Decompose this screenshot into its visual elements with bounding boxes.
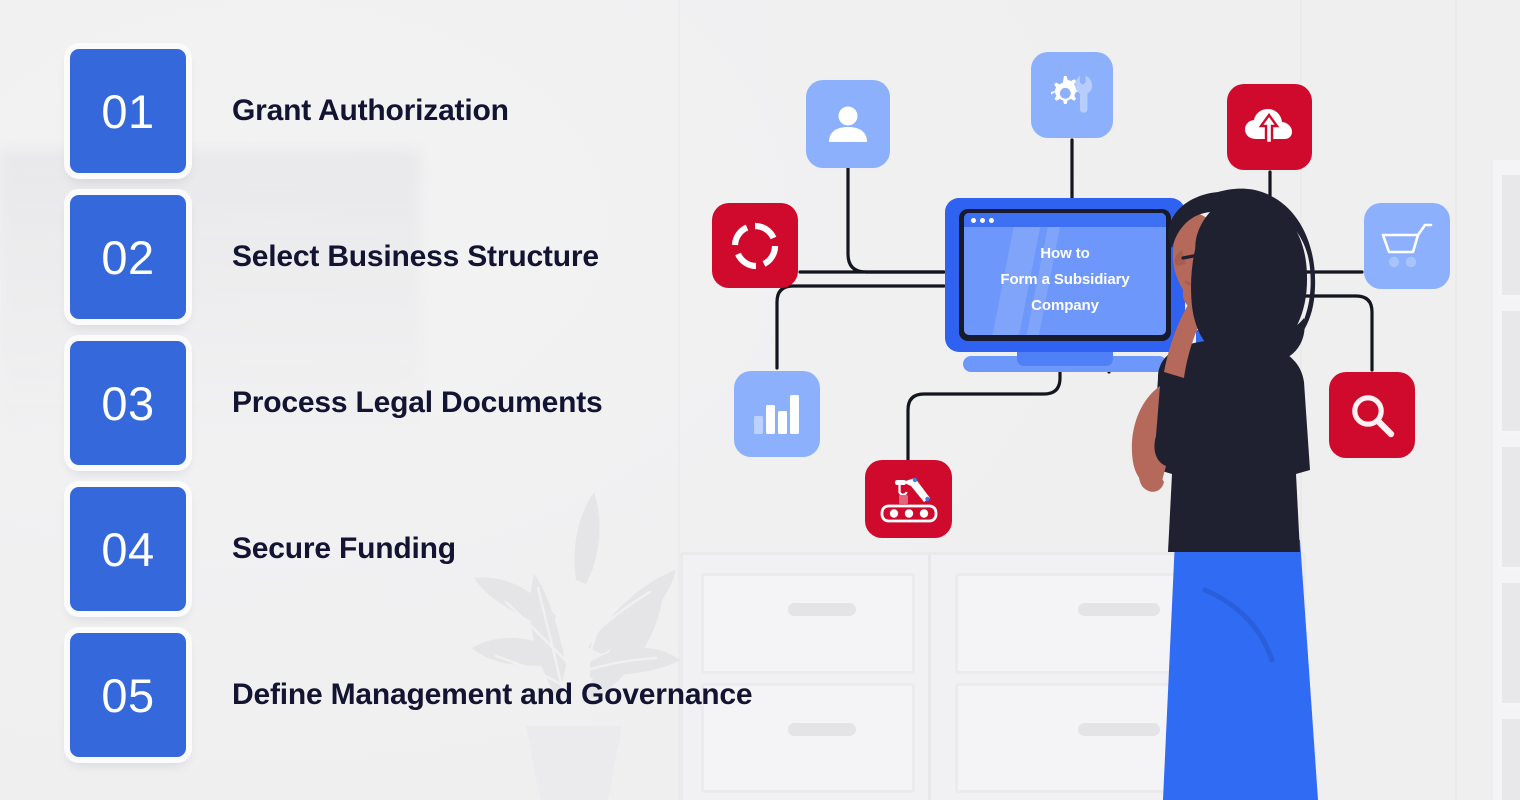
step-label: Grant Authorization <box>232 94 509 127</box>
user-icon-tile[interactable] <box>806 80 890 168</box>
monitor-stand <box>1017 349 1113 366</box>
lifebuoy-icon-tile[interactable] <box>712 203 798 288</box>
step-number-badge: 02 <box>70 195 186 319</box>
person-skirt <box>1163 540 1318 800</box>
step-number-badge: 03 <box>70 341 186 465</box>
bar-chart-icon <box>754 395 799 434</box>
settings-icon-tile[interactable] <box>1031 52 1113 138</box>
bar-chart-icon-tile[interactable] <box>734 371 820 457</box>
shopping-cart-icon <box>1381 223 1433 268</box>
window-dot-close-icon <box>971 217 976 223</box>
person-top <box>1152 340 1310 552</box>
step-number-badge: 05 <box>70 633 186 757</box>
step-number-badge: 04 <box>70 487 186 611</box>
step-item-5[interactable]: 05 Define Management and Governance <box>70 633 890 757</box>
step-item-2[interactable]: 02 Select Business Structure <box>70 195 890 319</box>
step-label: Select Business Structure <box>232 240 599 273</box>
headline-line-3: Company <box>1031 296 1099 314</box>
step-item-3[interactable]: 03 Process Legal Documents <box>70 341 890 465</box>
robot-arm-icon <box>880 477 937 523</box>
step-number: 04 <box>101 522 155 576</box>
window-dot-maximize-icon <box>989 217 994 223</box>
cloud-upload-icon-tile[interactable] <box>1227 84 1312 170</box>
robot-arm-icon-tile[interactable] <box>865 460 952 538</box>
step-number: 01 <box>101 84 155 138</box>
step-label: Define Management and Governance <box>232 678 753 711</box>
monitor-screen: How to Form a Subsidiary Company <box>964 213 1166 335</box>
screen-headline: How to Form a Subsidiary Company <box>964 241 1166 318</box>
step-number: 03 <box>101 376 155 430</box>
cloud-upload-icon <box>1244 109 1292 145</box>
steps-list: 01 Grant Authorization 02 Select Busines… <box>70 49 890 779</box>
monitor-display: How to Form a Subsidiary Company <box>945 198 1185 373</box>
settings-gear-wrench-icon <box>1051 75 1093 113</box>
search-icon-tile[interactable] <box>1329 372 1415 458</box>
search-icon <box>1352 395 1395 438</box>
window-dot-minimize-icon <box>980 217 985 223</box>
step-number-badge: 01 <box>70 49 186 173</box>
user-icon <box>829 106 867 142</box>
step-number: 05 <box>101 668 155 722</box>
lifebuoy-ring-icon <box>731 222 779 269</box>
headline-line-1: How to <box>1040 245 1090 262</box>
step-item-1[interactable]: 01 Grant Authorization <box>70 49 890 173</box>
step-label: Secure Funding <box>232 532 456 565</box>
shopping-cart-icon-tile[interactable] <box>1364 203 1450 289</box>
step-number: 02 <box>101 230 155 284</box>
step-item-4[interactable]: 04 Secure Funding <box>70 487 890 611</box>
headline-line-2: Form a Subsidiary <box>1000 270 1130 288</box>
browser-title-bar <box>964 213 1166 227</box>
step-label: Process Legal Documents <box>232 386 603 419</box>
person-hair <box>1191 195 1308 361</box>
